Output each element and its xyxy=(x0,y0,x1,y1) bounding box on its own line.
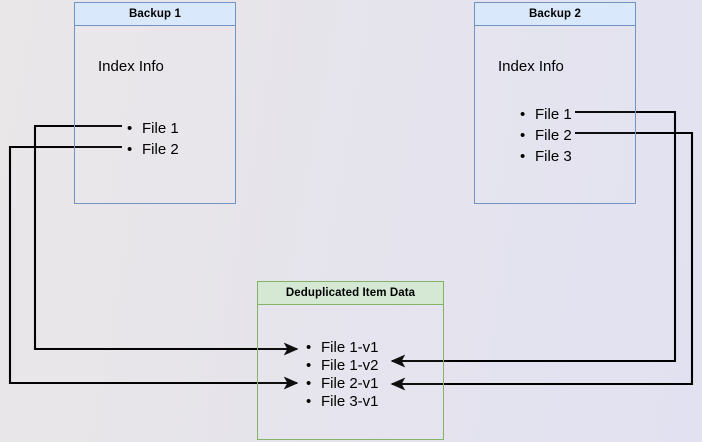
backup1-file-item[interactable]: File 2 xyxy=(127,139,179,160)
backup2-file-list: File 1 File 2 File 3 xyxy=(520,104,572,167)
connector-backup1-file2 xyxy=(8,145,299,390)
connector-backup2-file2 xyxy=(390,131,694,391)
backup2-file-item[interactable]: File 1 xyxy=(520,104,572,125)
dedup-item[interactable]: File 2-v1 xyxy=(306,375,379,393)
dedup-item[interactable]: File 1-v1 xyxy=(306,339,379,357)
dedup-item[interactable]: File 1-v2 xyxy=(306,357,379,375)
backup1-node[interactable]: Backup 1 Index Info File 1 File 2 xyxy=(74,2,236,204)
dedup-title-text: Deduplicated Item Data xyxy=(285,287,416,299)
backup1-title: Backup 1 xyxy=(74,2,236,26)
backup1-body: Index Info File 1 File 2 xyxy=(74,26,236,204)
connector-backup1-file1 xyxy=(33,124,299,356)
backup2-title-text: Backup 2 xyxy=(529,8,581,20)
dedup-title: Deduplicated Item Data xyxy=(257,281,444,305)
backup1-file-item[interactable]: File 1 xyxy=(127,118,179,139)
backup2-index-label: Index Info xyxy=(498,58,564,75)
dedup-body: File 1-v1 File 1-v2 File 2-v1 File 3-v1 xyxy=(257,305,444,440)
backup1-title-text: Backup 1 xyxy=(129,8,181,20)
dedup-item-list: File 1-v1 File 1-v2 File 2-v1 File 3-v1 xyxy=(306,339,379,411)
backup2-node[interactable]: Backup 2 Index Info File 1 File 2 File 3 xyxy=(474,2,636,204)
backup1-file-list: File 1 File 2 xyxy=(127,118,179,160)
backup1-index-label: Index Info xyxy=(98,58,164,75)
backup2-file-item[interactable]: File 2 xyxy=(520,125,572,146)
dedup-item[interactable]: File 3-v1 xyxy=(306,393,379,411)
backup2-title: Backup 2 xyxy=(474,2,636,26)
backup2-file-item[interactable]: File 3 xyxy=(520,146,572,167)
backup2-body: Index Info File 1 File 2 File 3 xyxy=(474,26,636,204)
dedup-node[interactable]: Deduplicated Item Data File 1-v1 File 1-… xyxy=(257,281,444,440)
connector-backup2-file1 xyxy=(390,110,677,368)
